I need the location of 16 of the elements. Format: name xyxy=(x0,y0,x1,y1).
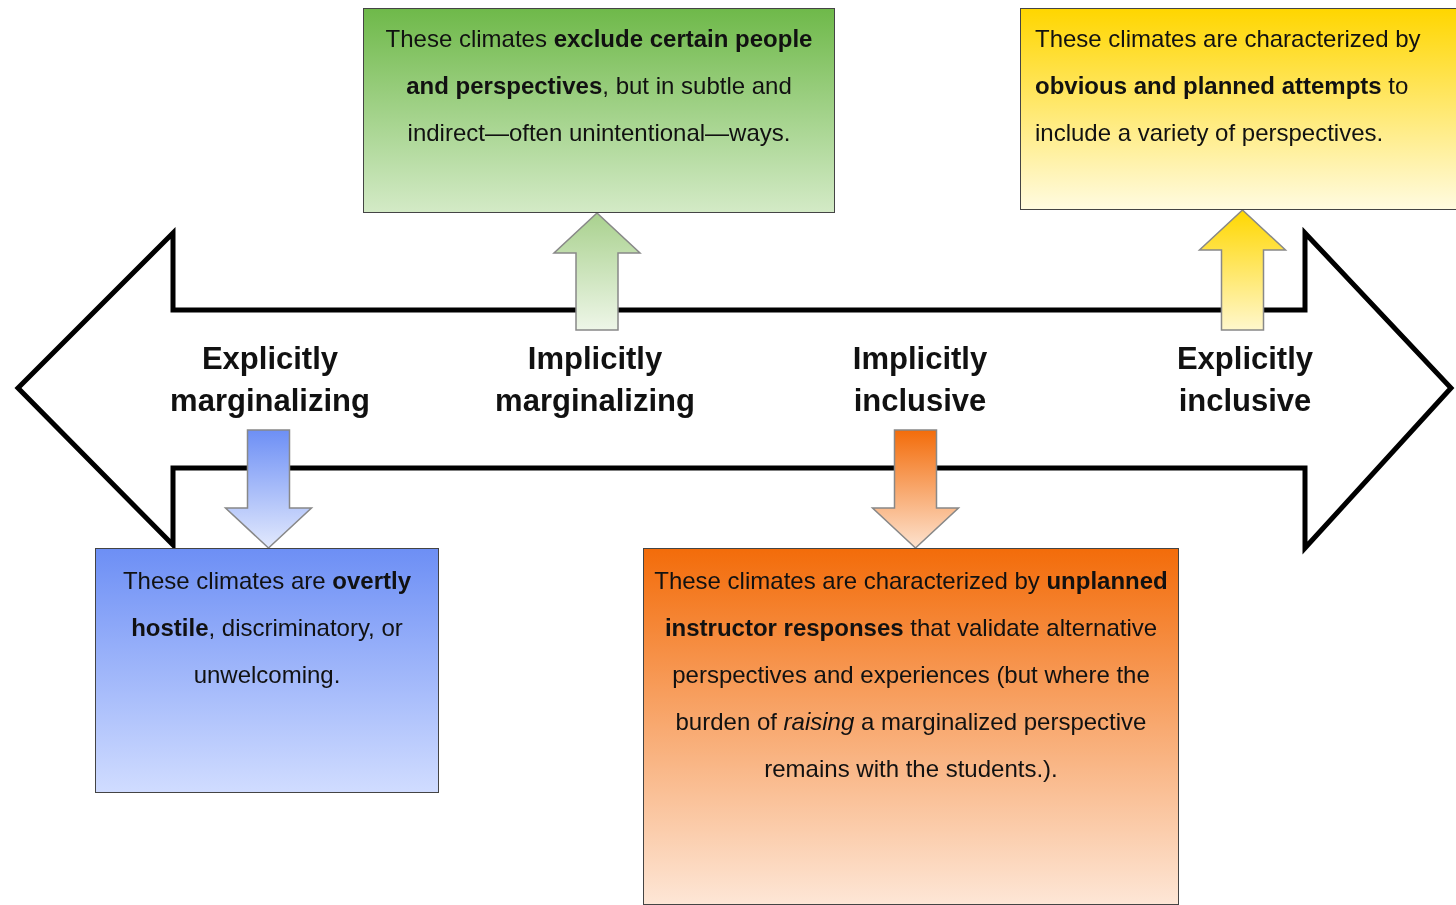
block-arrow xyxy=(1197,208,1288,331)
spectrum-label: Explicitly marginalizing xyxy=(169,340,371,420)
description-text: These climates exclude certain people and perspectives, but in subtle and indirect—often unintentional—ways. xyxy=(384,24,814,148)
block-arrow xyxy=(870,429,961,550)
description-text: These climates are characterized by unplanned instructor responses that validate alternative perspectives and experiences (but where the burden of raising a marginalized perspective remains with the students.). xyxy=(653,566,1169,784)
spectrum-label: Implicitly marginalizing xyxy=(494,340,696,420)
spectrum-label: Implicitly inclusive xyxy=(851,340,989,420)
description-box xyxy=(643,548,1179,905)
spectrum-label: Explicitly inclusive xyxy=(1175,340,1315,420)
description-text: These climates are overtly hostile, discriminatory, or unwelcoming. xyxy=(121,566,413,690)
description-box xyxy=(95,548,439,793)
description-box xyxy=(1020,8,1456,210)
description-text: These climates are characterized by obvious and planned attempts to include a variety of perspectives. xyxy=(1035,24,1422,148)
description-box xyxy=(363,8,835,213)
block-arrow xyxy=(223,429,314,550)
block-arrow xyxy=(552,211,642,331)
